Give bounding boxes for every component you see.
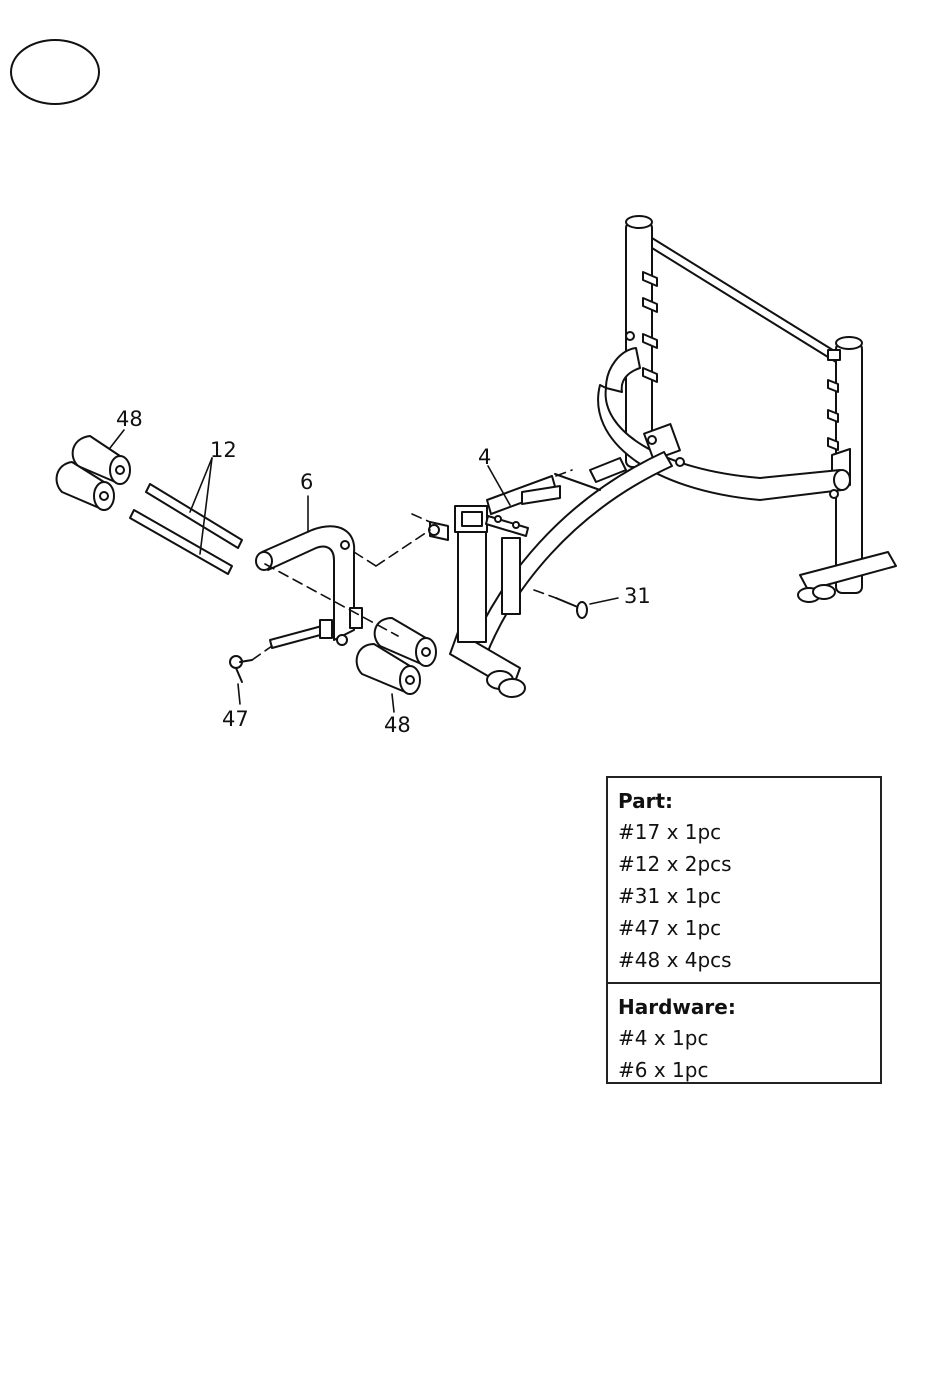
hardware-row: #4 x 1pc xyxy=(618,1022,870,1054)
part-row: #47 x 1pc xyxy=(618,912,870,944)
callout-6: 6 xyxy=(300,470,313,494)
part-48-rollers-lower xyxy=(357,618,436,694)
part-31-bolt xyxy=(556,598,587,618)
parts-section: Part: #17 x 1pc #12 x 2pcs #31 x 1pc #47… xyxy=(608,778,880,976)
part-row: #48 x 4pcs xyxy=(618,944,870,976)
callout-47: 47 xyxy=(222,707,249,731)
callout-48-lower: 48 xyxy=(384,713,411,737)
part-row: #17 x 1pc xyxy=(618,816,870,848)
part-17-axle xyxy=(270,620,332,648)
hardware-section: Hardware: #4 x 1pc #6 x 1pc xyxy=(608,984,880,1086)
part-47-knob xyxy=(230,656,252,682)
callout-31: 31 xyxy=(624,584,651,608)
part-12-rods xyxy=(130,484,242,574)
rear-upright-frame xyxy=(626,216,896,602)
callout-12: 12 xyxy=(210,438,237,462)
parts-list-box: Part: #17 x 1pc #12 x 2pcs #31 x 1pc #47… xyxy=(606,776,882,1084)
part-48-rollers-upper xyxy=(57,436,130,510)
part-6-roller-arm xyxy=(256,526,362,645)
callout-4: 4 xyxy=(478,445,491,469)
hardware-heading: Hardware: xyxy=(618,992,870,1022)
part-row: #12 x 2pcs xyxy=(618,848,870,880)
hardware-row: #6 x 1pc xyxy=(618,1054,870,1086)
parts-heading: Part: xyxy=(618,786,870,816)
callout-48-upper: 48 xyxy=(116,407,143,431)
part-row: #31 x 1pc xyxy=(618,880,870,912)
